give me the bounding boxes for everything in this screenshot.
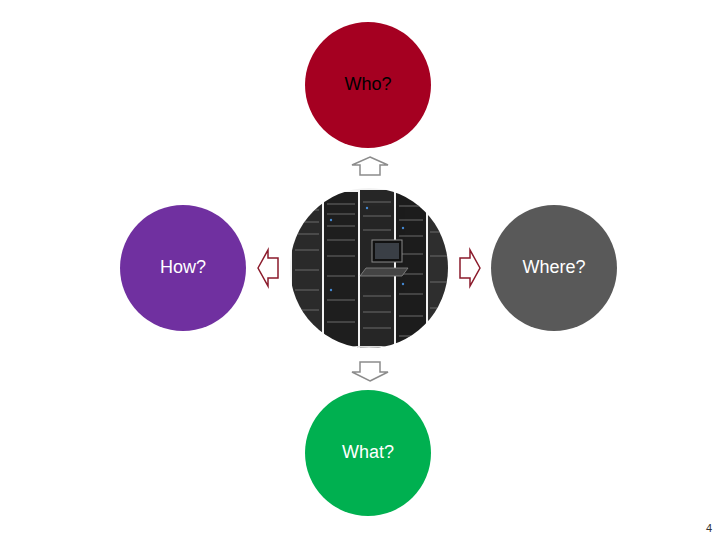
question-circle: What? [305, 390, 431, 516]
page-number: 4 [706, 522, 712, 534]
left-arrow [258, 250, 278, 286]
down-arrow [352, 362, 388, 381]
question-text: What? [342, 442, 394, 464]
question-text: How? [160, 257, 206, 279]
question-circle: Where? [491, 205, 617, 331]
up-arrow [352, 157, 388, 175]
server-racks [288, 186, 452, 352]
question-circle: How? [120, 205, 246, 331]
question-circle: Who? [305, 22, 431, 148]
question-text: Where? [522, 257, 585, 279]
question-text: Who? [344, 74, 391, 96]
right-arrow [460, 250, 480, 286]
